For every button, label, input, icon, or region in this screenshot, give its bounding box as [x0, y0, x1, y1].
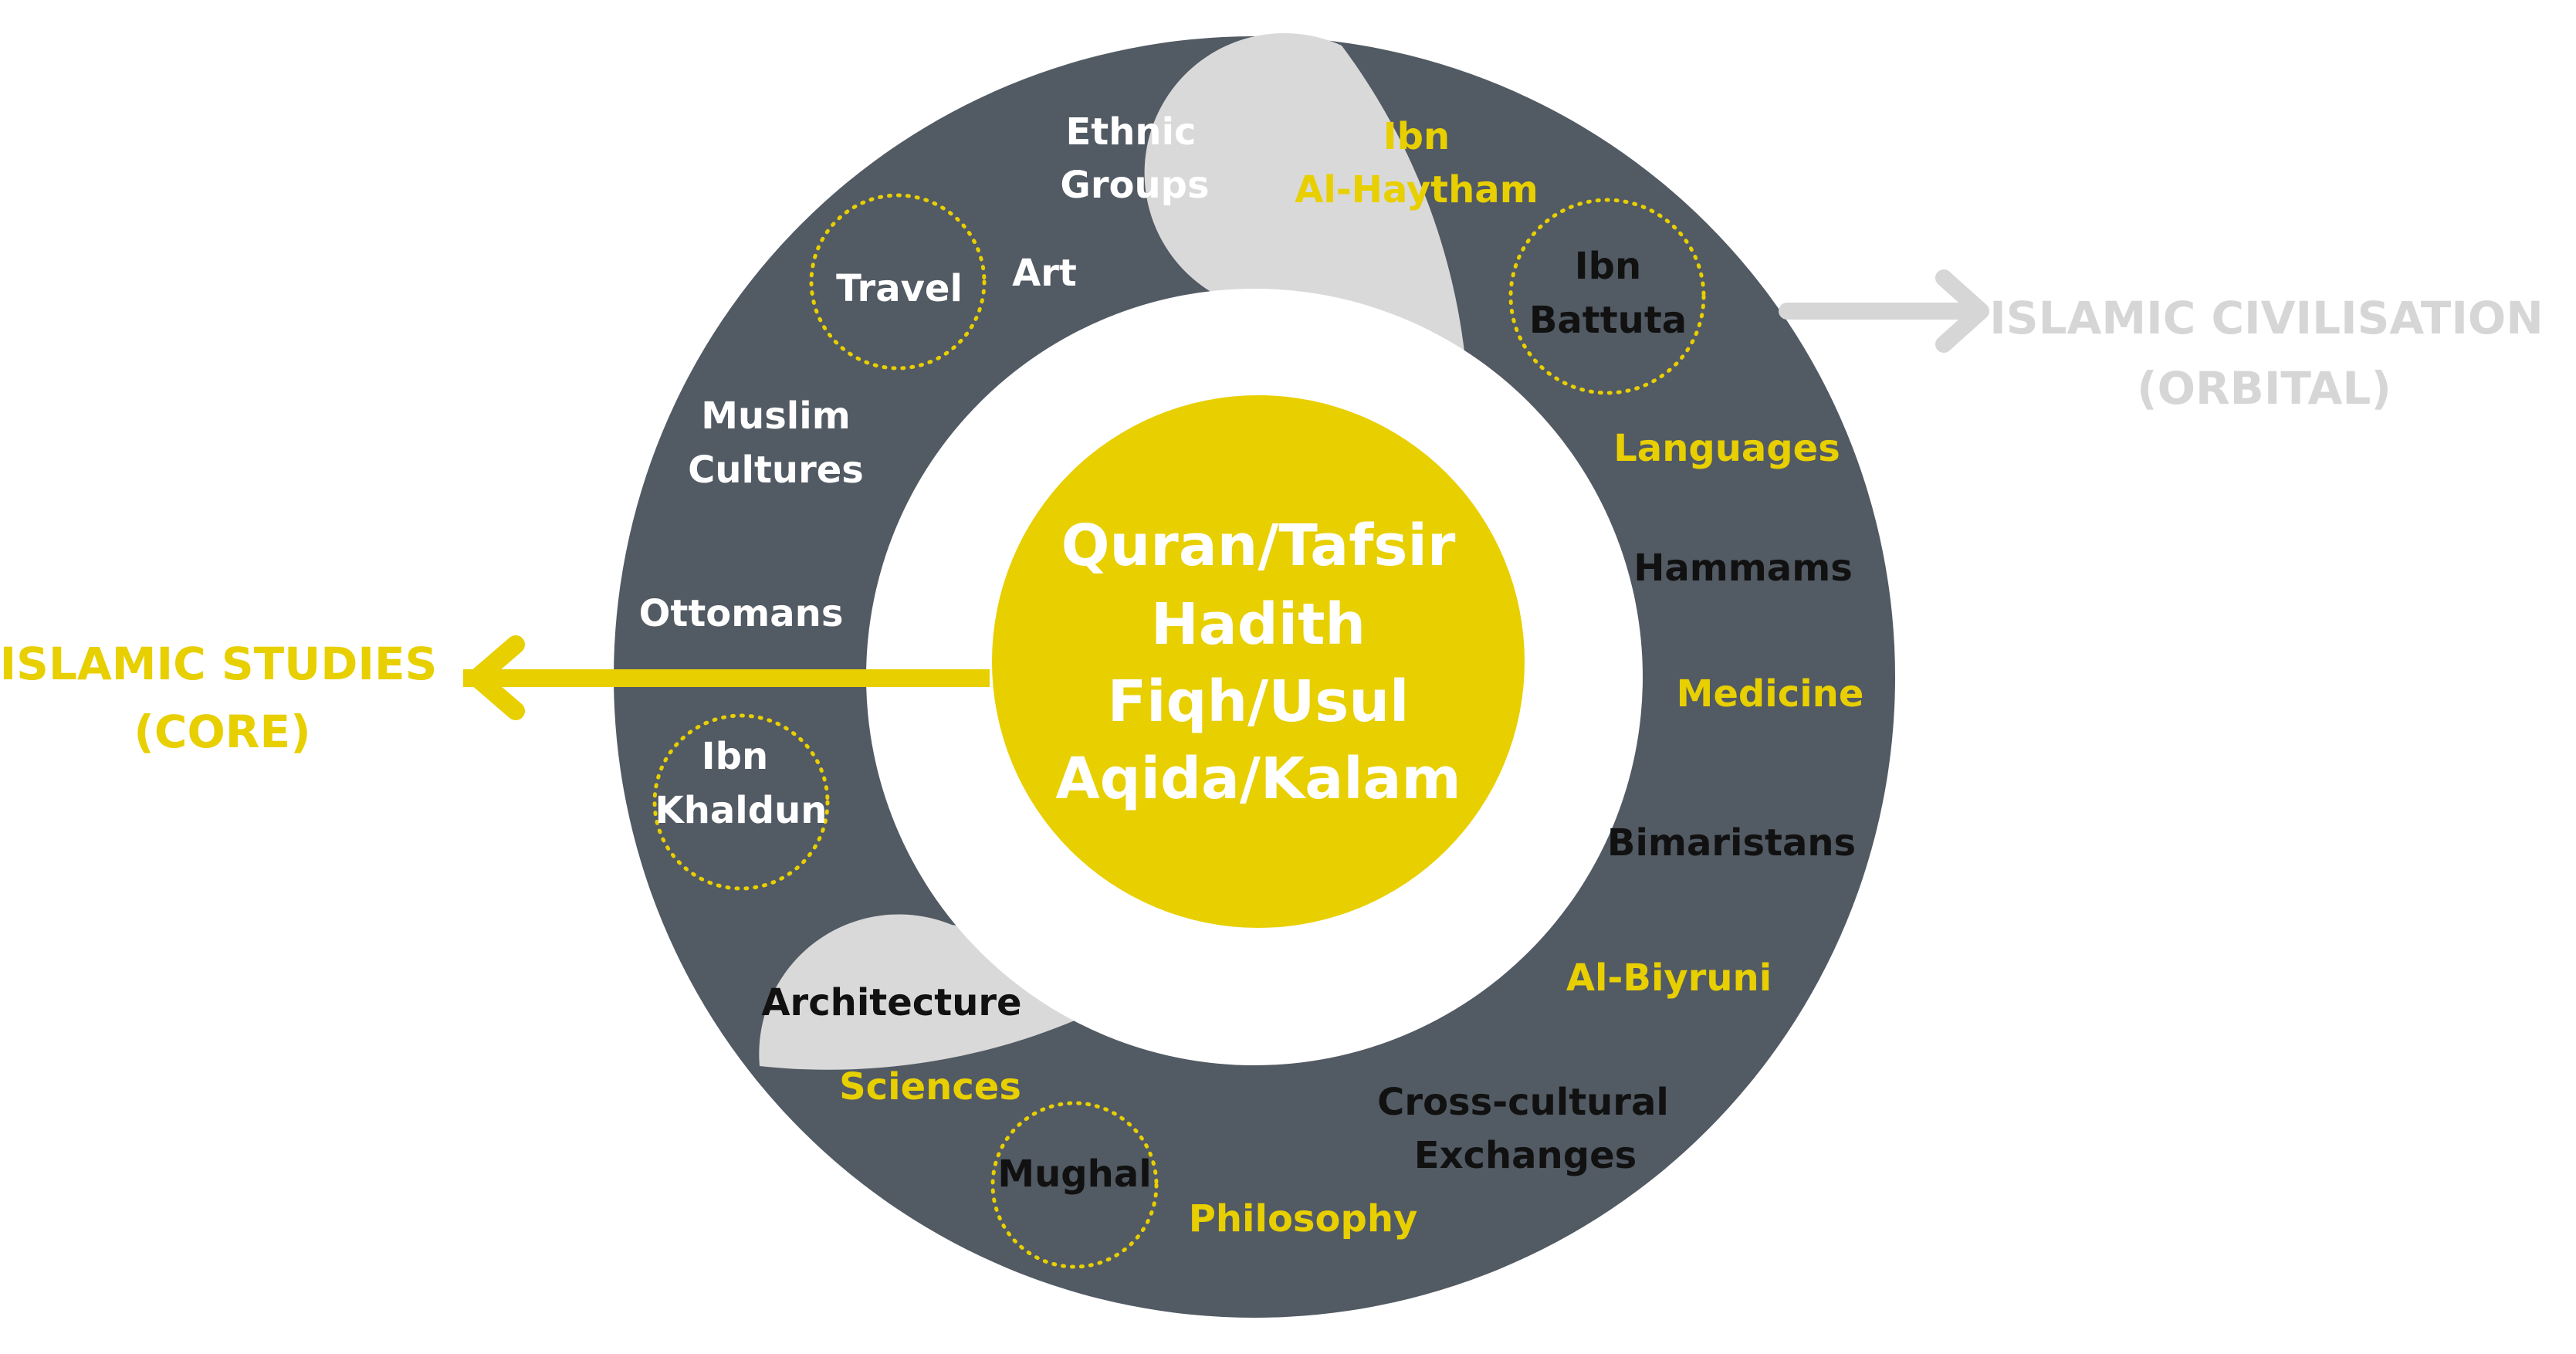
- left-arrow-icon: [468, 635, 525, 720]
- ibn-battuta-label-1: Ibn: [1575, 245, 1641, 288]
- philosophy-label: Philosophy: [1189, 1197, 1418, 1241]
- languages-label: Languages: [1613, 427, 1840, 470]
- cross-cultural-label-1: Cross-cultural: [1377, 1081, 1669, 1124]
- ethnic-groups-label-1: Ethnic: [1066, 110, 1197, 154]
- orbital-caption: (ORBITAL): [2137, 362, 2392, 415]
- bimaristans-label: Bimaristans: [1607, 821, 1856, 865]
- ibn-khaldun-label-1: Ibn: [702, 735, 768, 778]
- travel-label: Travel: [836, 267, 963, 310]
- ibn-battuta-dotted-circle: [1508, 198, 1706, 395]
- islamic-civilisation-caption: ISLAMIC CIVILISATION: [1989, 292, 2544, 344]
- ibn-khaldun-label-2: Khaldun: [655, 789, 828, 832]
- mughal-dotted-circle: [990, 1101, 1159, 1269]
- cross-cultural-label-2: Exchanges: [1414, 1134, 1637, 1177]
- core-connector-line: [463, 669, 990, 687]
- core-line-1: Quran/Tafsir: [1061, 513, 1456, 579]
- al-biyruni-label: Al-Biyruni: [1566, 956, 1772, 1000]
- ibn-al-haytham-label-2: Al-Haytham: [1295, 168, 1538, 212]
- ibn-al-haytham-label-1: Ibn: [1383, 115, 1450, 158]
- core-line-3: Fiqh/Usul: [1108, 669, 1410, 735]
- medicine-label: Medicine: [1677, 672, 1864, 716]
- hammams-label: Hammams: [1633, 547, 1853, 590]
- mughal-label: Mughal: [997, 1153, 1151, 1196]
- art-label: Art: [1012, 252, 1077, 295]
- architecture-label: Architecture: [761, 981, 1021, 1024]
- travel-dotted-circle: [809, 193, 987, 371]
- ibn-battuta-label-2: Battuta: [1529, 299, 1687, 342]
- right-arrow-icon: [1935, 269, 1989, 353]
- islamic-studies-caption: ISLAMIC STUDIES: [0, 638, 437, 690]
- ibn-khaldun-dotted-circle: [652, 713, 830, 891]
- ethnic-groups-label-2: Groups: [1060, 164, 1209, 207]
- core-line-2: Hadith: [1151, 591, 1366, 658]
- muslim-cultures-label-1: Muslim: [701, 394, 850, 438]
- core-caption: (CORE): [134, 706, 310, 758]
- core-line-4: Aqida/Kalam: [1055, 746, 1461, 812]
- ottomans-label: Ottomans: [639, 592, 844, 635]
- sciences-label: Sciences: [839, 1065, 1021, 1109]
- core-circle: [992, 395, 1525, 928]
- muslim-cultures-label-2: Cultures: [688, 449, 864, 492]
